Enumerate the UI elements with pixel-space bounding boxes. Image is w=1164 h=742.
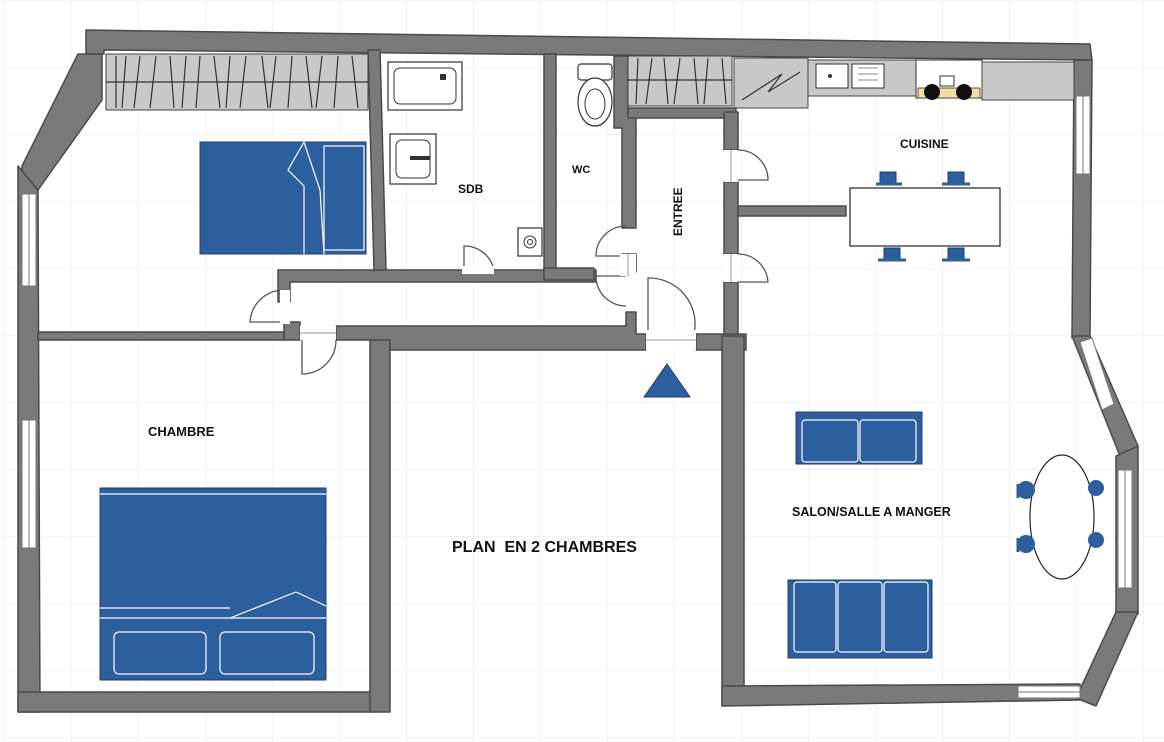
bathroom-fixtures xyxy=(387,61,543,257)
entree-right-wall-mid xyxy=(723,181,739,255)
door-kitchen-upper xyxy=(737,149,769,181)
door-wc xyxy=(595,225,627,257)
plan-title: PLAN EN 2 CHAMBRES xyxy=(452,539,637,556)
salon-left-wall xyxy=(721,335,745,707)
wardrobe-bedroom xyxy=(105,53,369,111)
chair-icon xyxy=(942,247,970,262)
windows xyxy=(21,95,1133,699)
chair-icon xyxy=(942,171,970,186)
door-kitchen-lower xyxy=(737,253,769,283)
burner-icon xyxy=(956,84,972,100)
entrance-marker-icon xyxy=(643,363,691,398)
bedroom-right-wall xyxy=(369,335,391,713)
bottom-right-diagonal-wall xyxy=(1075,611,1139,707)
table xyxy=(849,187,1001,247)
wardrobe-entree xyxy=(627,55,733,107)
room-label-wc: WC xyxy=(572,164,590,176)
chair-icon xyxy=(1016,481,1035,499)
corridor-top-wall xyxy=(277,269,597,303)
bed-lower xyxy=(99,487,327,681)
door-corridor-left xyxy=(595,275,627,307)
chair-icon xyxy=(878,247,906,262)
entree-top-wall xyxy=(627,107,737,119)
sdb-left-wall xyxy=(367,49,387,271)
door-entrance xyxy=(647,277,696,335)
door-bedroom-lower xyxy=(301,339,337,375)
room-label-salon: SALON/SALLE A MANGER xyxy=(792,505,951,519)
room-label-entree: ENTREE xyxy=(671,187,685,236)
washing-machine-icon xyxy=(517,227,543,257)
bed-upper xyxy=(199,141,367,255)
hangers xyxy=(115,55,359,109)
wc-bottom-wall xyxy=(543,267,595,281)
bedroom-divider-wall xyxy=(37,331,285,341)
kitchen-counter xyxy=(733,57,1075,109)
chair-icon xyxy=(1088,480,1104,496)
counter-left xyxy=(733,57,809,109)
chair-icon xyxy=(1088,532,1104,548)
kitchen-table xyxy=(849,171,1001,262)
entree-right-wall-low xyxy=(723,281,739,337)
bottom-left-wall xyxy=(17,691,373,713)
bathtub-icon xyxy=(387,61,463,111)
corridor-bottom-wall-left xyxy=(283,321,301,341)
oval-table xyxy=(1029,454,1095,580)
doors xyxy=(249,149,769,375)
kitchen-partition xyxy=(737,205,847,217)
toilet-icon xyxy=(577,63,613,127)
room-label-sdb: SDB xyxy=(458,182,484,196)
dining-table xyxy=(1016,454,1104,580)
chair-icon xyxy=(876,171,902,186)
burner-icon xyxy=(924,84,940,100)
window-right-bay xyxy=(1079,337,1115,411)
chair-icon xyxy=(1016,535,1035,553)
entree-right-wall xyxy=(723,111,739,151)
sofa-lower xyxy=(787,579,933,659)
counter-right xyxy=(981,61,1075,101)
sofa-upper xyxy=(795,411,923,465)
sdb-wc-wall xyxy=(543,53,557,271)
room-label-chambre: CHAMBRE xyxy=(148,424,215,439)
door-sdb xyxy=(463,245,495,271)
walls xyxy=(17,29,1139,713)
room-label-cuisine: CUISINE xyxy=(900,137,949,151)
door-bedroom-upper xyxy=(249,289,285,323)
